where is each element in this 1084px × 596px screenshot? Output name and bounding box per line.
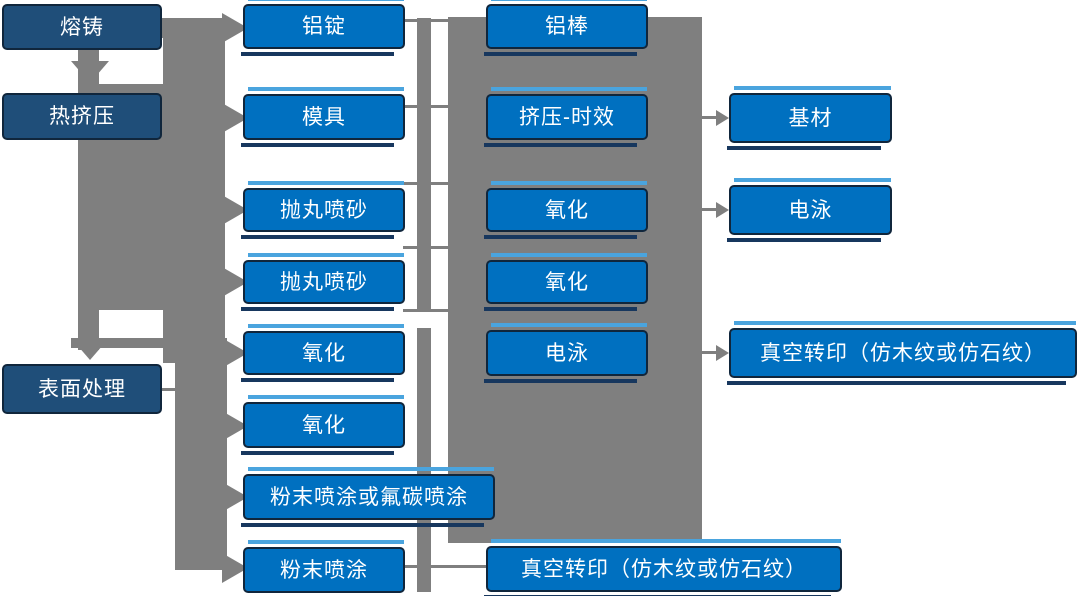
- node-substrate-label: 基材: [788, 106, 833, 130]
- node-aluminum-rod-label: 铝棒: [545, 15, 589, 38]
- connector-line-row2: [403, 105, 448, 108]
- node-surface-treatment-label: 表面处理: [38, 377, 126, 401]
- node-vacuum-transfer-b: 真空转印（仿木纹或仿石纹）: [727, 321, 1077, 385]
- connector-line-row5: [403, 309, 448, 312]
- connector-trunk-surface: [175, 348, 227, 570]
- node-electrophoresis-a: 电泳: [484, 323, 648, 383]
- connector-line-row1: [403, 19, 448, 22]
- node-vacuum-transfer-b-label: 真空转印（仿木纹或仿石纹）: [760, 341, 1046, 365]
- node-oxidation-b-label: 氧化: [302, 413, 346, 437]
- node-powder-coating-label: 粉末喷涂: [280, 558, 368, 582]
- arrowhead-down-to-hot-extrusion-icon: [71, 61, 109, 83]
- node-substrate: 基材: [727, 86, 892, 150]
- arrowhead-to-substrate-icon: [716, 110, 729, 126]
- node-electrophoresis-b-label: 电泳: [788, 198, 833, 222]
- node-oxidation-d: 氧化: [484, 253, 648, 311]
- node-powder-coating: 粉末喷涂: [243, 540, 405, 593]
- node-electrophoresis-b: 电泳: [727, 178, 892, 242]
- connector-stem-electrophoresis: [702, 208, 718, 211]
- connector-line-surface: [162, 388, 177, 391]
- node-extrusion-aging-label: 挤压-时效: [519, 105, 615, 129]
- node-melting-label: 熔铸: [60, 15, 104, 39]
- connector-band-middle-lower: [417, 328, 431, 592]
- node-surface-treatment: 表面处理: [2, 364, 162, 414]
- connector-line-row3: [403, 182, 448, 185]
- node-shot-blast-2-label: 抛丸喷砂: [280, 270, 368, 294]
- arrowhead-down-to-surface-treatment-icon: [71, 338, 109, 360]
- node-powder-or-fluorocarbon: 粉末喷涂或氟碳喷涂: [241, 467, 495, 527]
- node-oxidation-c: 氧化: [484, 181, 648, 239]
- connector-band-middle-upper: [417, 18, 431, 310]
- node-shot-blast-1-label: 抛丸喷砂: [280, 198, 368, 222]
- connector-line-powder-to-vacuum: [405, 565, 486, 568]
- node-aluminum-rod: 铝棒: [484, 0, 648, 56]
- node-vacuum-transfer-a-label: 真空转印（仿木纹或仿石纹）: [521, 557, 807, 581]
- connector-stem-vacuum-transfer: [702, 351, 718, 354]
- node-aluminum-ingot-label: 铝锭: [302, 15, 346, 38]
- node-powder-or-fluorocarbon-label: 粉末喷涂或氟碳喷涂: [270, 485, 468, 509]
- node-aluminum-ingot: 铝锭: [241, 0, 405, 56]
- node-oxidation-c-label: 氧化: [545, 198, 589, 222]
- node-melting: 熔铸: [2, 4, 162, 50]
- connector-stem-substrate: [702, 116, 718, 119]
- node-shot-blast-2: 抛丸喷砂: [241, 253, 405, 311]
- node-hot-extrusion-label: 热挤压: [49, 105, 115, 128]
- node-mold: 模具: [241, 87, 405, 147]
- arrowhead-to-vacuum-transfer-icon: [716, 345, 729, 361]
- node-oxidation-a: 氧化: [241, 324, 405, 382]
- node-oxidation-b: 氧化: [241, 395, 405, 455]
- node-electrophoresis-a-label: 电泳: [545, 341, 589, 365]
- connector-line-row4: [403, 246, 448, 249]
- node-mold-label: 模具: [302, 105, 346, 129]
- node-hot-extrusion: 热挤压: [2, 93, 162, 140]
- arrowhead-to-electrophoresis-icon: [716, 202, 729, 218]
- connector-strip-surface: [71, 338, 227, 348]
- node-oxidation-a-label: 氧化: [302, 341, 346, 365]
- node-vacuum-transfer-a: 真空转印（仿木纹或仿石纹）: [484, 539, 842, 596]
- node-extrusion-aging: 挤压-时效: [484, 87, 648, 147]
- node-oxidation-d-label: 氧化: [545, 270, 589, 294]
- node-shot-blast-1: 抛丸喷砂: [241, 181, 405, 239]
